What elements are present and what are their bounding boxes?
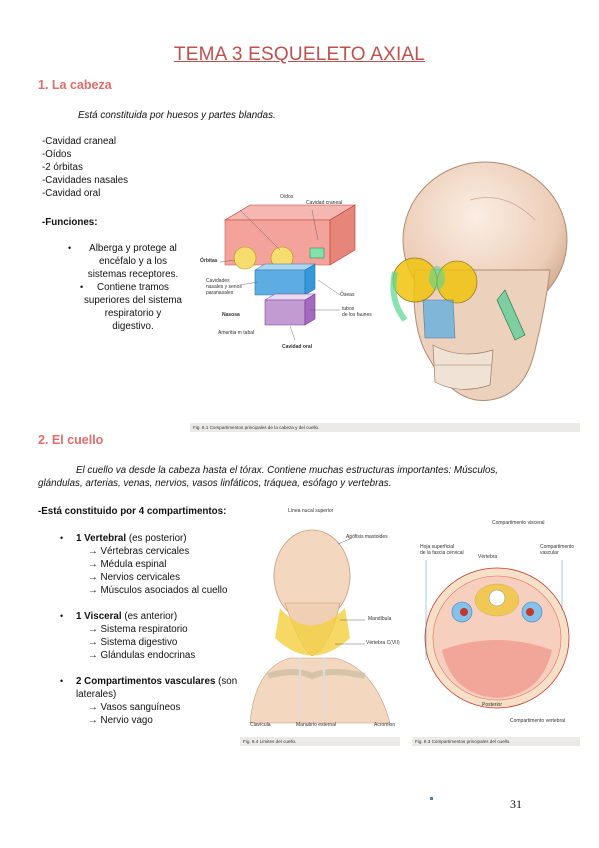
list-item: -Cavidades nasales [42, 175, 129, 186]
list-item: • Alberga y protege al encéfalo y a los … [68, 243, 179, 280]
label-nasosa: Nasosa [222, 312, 240, 318]
neck-cross-section-figure: Compartimento visceral Hoja superficial … [412, 520, 582, 730]
bullet-icon: • [60, 676, 64, 686]
figure-caption: Fig. 8.4 Límites del cuello. [240, 737, 400, 746]
compartments-illustration [219, 204, 357, 341]
label-compartimento-vertebral: Compartimento vertebral [510, 718, 566, 724]
figure-caption: Fig. 8.1 Compartimentos principales de l… [190, 423, 580, 432]
label-clavicula: Clavícula [250, 722, 271, 728]
cuello-intro: El cuello va desde la cabeza hasta el tó… [38, 465, 499, 489]
skull-icon [390, 161, 568, 401]
cabeza-items: -Cavidad craneal -Oídos -2 órbitas -Cavi… [42, 135, 128, 200]
list-item: -Cavidad oral [42, 188, 101, 199]
list-item: • 2 Compartimentos vasculares (son later… [60, 676, 238, 726]
label-posterior: Posterior [482, 702, 503, 708]
head-compartments-diagram: Oídos Cavidad craneal Órbitas Cavidades … [200, 190, 380, 355]
label-oseas: Óseas [340, 292, 355, 298]
label-acromion: Acromion [374, 722, 396, 728]
label-oidos: Oídos [280, 194, 294, 200]
funciones-label: -Funciones: [42, 217, 98, 228]
label-vascular: Compartimento vascular [540, 544, 575, 556]
label-cavidades-nasales: Cavidades nasales y senos paranasales [206, 278, 242, 296]
skull-illustration [375, 160, 570, 410]
page-title: TEMA 3 ESQUELETO AXIAL [173, 44, 426, 65]
funciones-list: • Alberga y protege al encéfalo y a los … [68, 242, 188, 333]
page-number: 31 [510, 797, 522, 811]
label-visceral: Compartimento visceral [492, 520, 545, 526]
label-tubos: tubos de los faunes [342, 306, 372, 318]
figure-caption: Fig. 8.3 Compartimentos principales del … [412, 737, 580, 746]
footer-marker [430, 797, 433, 800]
bullet-icon: • [80, 282, 84, 292]
label-manubrio: Manubrio esternal [296, 722, 337, 728]
cross-section-illustration [424, 560, 570, 709]
list-item: -Oídos [42, 149, 72, 160]
compartimentos-list: • 1 Vertebral (es posterior) → Vértebras… [60, 532, 276, 727]
label-linea-nucal: Línea nucal superior [288, 508, 334, 514]
list-item: • 1 Vertebral (es posterior) → Vértebras… [60, 533, 228, 596]
bullet-icon: • [60, 611, 64, 621]
label-vertebra-cs: Vértebra [478, 554, 498, 560]
label-hoja-superficial: Hoja superficial de la fascia cervical [420, 544, 464, 556]
label-orbitas: Órbitas [200, 258, 218, 264]
list-item: -2 órbitas [42, 162, 83, 173]
label-ameritia: Ameritia m tabal [218, 330, 255, 336]
section-heading-cabeza: 1. La cabeza [38, 78, 112, 92]
compartimentos-label: -Está constituido por 4 compartimentos: [38, 506, 227, 517]
label-vertebra: Vértebra C(VII) [366, 640, 400, 646]
label-mandibula: Mandíbula [368, 616, 392, 622]
list-item: • Contiene tramos superiores del sistema… [80, 282, 182, 332]
label-apofisis: Apófisis mastoides [346, 534, 388, 540]
list-item: • 1 Visceral (es anterior) → Sistema res… [60, 611, 196, 661]
bullet-icon: • [60, 533, 64, 543]
bullet-icon: • [68, 243, 72, 253]
neck-illustration [249, 529, 391, 724]
cabeza-intro: Está constituida por huesos y partes bla… [78, 110, 276, 121]
section-heading-cuello: 2. El cuello [38, 433, 104, 447]
label-cavidad-craneal: Cavidad craneal [306, 200, 343, 206]
list-item: -Cavidad craneal [42, 136, 117, 147]
label-cavidad-oral: Cavidad oral [282, 344, 313, 350]
neck-limits-figure: Línea nucal superior Apófisis mastoides … [240, 508, 400, 730]
